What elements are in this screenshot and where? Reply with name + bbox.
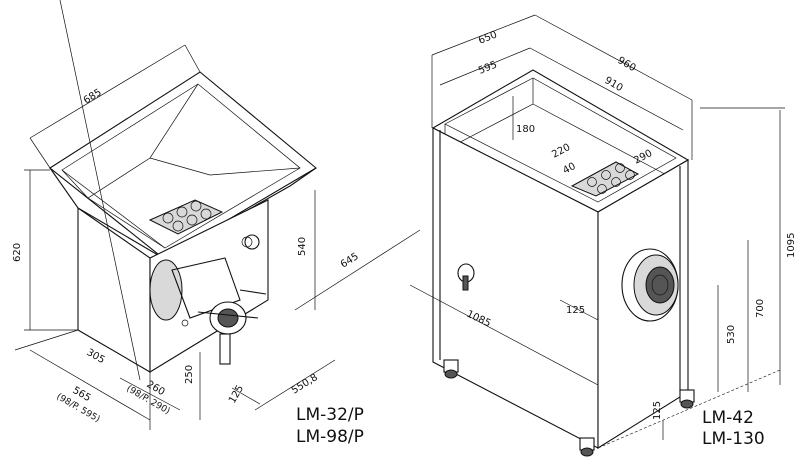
dim-hopper-height: 540 — [297, 237, 308, 256]
dim-tray-depth: 180 — [516, 124, 535, 135]
model-lm-98p: LM-98/P — [296, 427, 364, 447]
right-model-labels: LM-42 LM-130 — [702, 408, 765, 449]
dim-outlet-offset: 125 — [566, 305, 585, 316]
wheel-icon — [443, 359, 695, 457]
dim-base-width: 305 — [85, 347, 107, 366]
dim-depth: 645 — [339, 251, 361, 270]
dim-height: 620 — [12, 243, 23, 262]
dim-footprint-depth: 550,8 — [290, 372, 320, 397]
dim-outlet-height: 250 — [184, 365, 195, 384]
model-lm-130: LM-130 — [702, 429, 765, 449]
right-machine-drawing — [409, 14, 785, 457]
dim-outer-width: 960 — [616, 55, 638, 74]
left-machine-drawing — [14, 0, 421, 430]
dim-outlet-height: 530 — [726, 325, 737, 344]
left-model-labels: LM-32/P LM-98/P — [296, 405, 364, 447]
dim-inner-depth: 595 — [477, 59, 499, 76]
dim-total-height: 1095 — [786, 233, 797, 258]
model-lm-42: LM-42 — [702, 408, 754, 428]
dim-body-height: 700 — [755, 299, 766, 318]
dim-top-width: 685 — [82, 87, 104, 106]
dim-outer-depth: 650 — [477, 29, 499, 46]
dim-inner-width: 910 — [603, 75, 625, 94]
dim-tray-small: 40 — [561, 161, 577, 177]
right-dimension-labels: 650 960 595 910 180 220 40 290 1095 700 … — [465, 29, 797, 420]
model-lm-32p: LM-32/P — [296, 405, 364, 425]
dim-wheel-height: 125 — [652, 401, 663, 420]
